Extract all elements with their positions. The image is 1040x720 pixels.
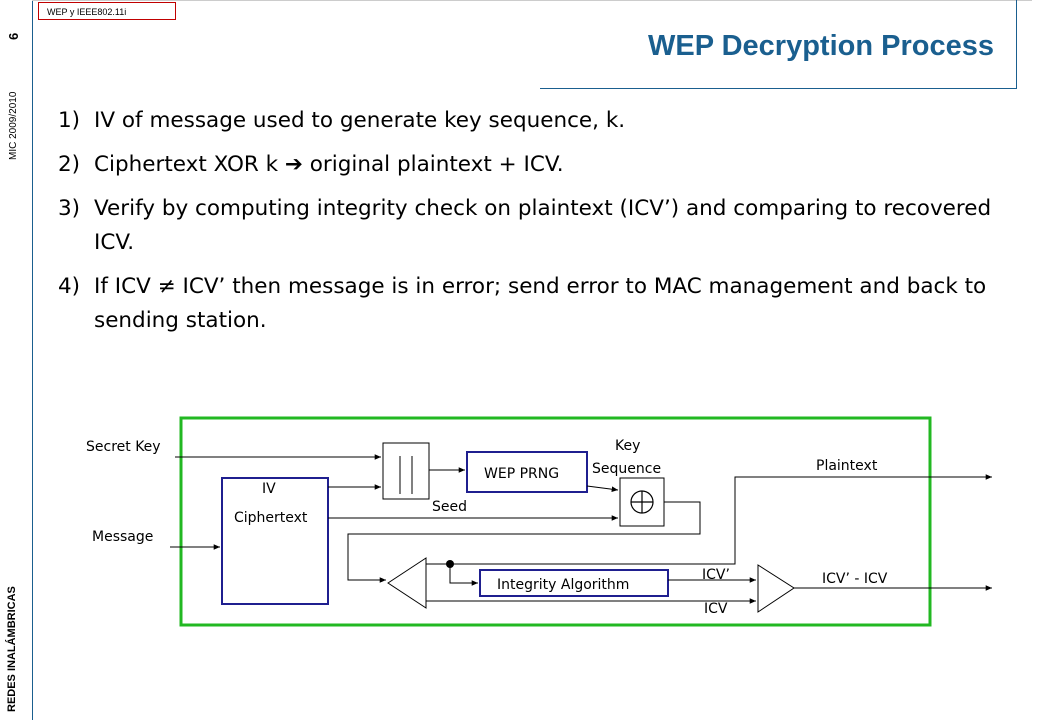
key-label: Key [615, 438, 640, 454]
step-text: Verify by computing integrity check on p… [94, 196, 992, 255]
step-text: If ICV ≠ ICV’ then message is in error; … [94, 274, 987, 333]
to-integrity-arrow [449, 564, 478, 586]
title-rule-vertical [1016, 0, 1017, 88]
ciphertext-label: Ciphertext [234, 510, 308, 526]
seed-label: Seed [432, 499, 467, 515]
step-3: 3) Verify by computing integrity check o… [58, 192, 1008, 260]
split-triangle [387, 557, 427, 609]
step-4: 4) If ICV ≠ ICV’ then message is in erro… [58, 270, 1008, 338]
icv-diff-label: ICV’ - ICV [822, 571, 888, 587]
comparator-triangle [757, 564, 795, 613]
page-number: 6 [6, 32, 21, 40]
steps-list: 1) IV of message used to generate key se… [58, 104, 1008, 348]
step-number: 3) [58, 196, 81, 221]
integrity-algorithm-label: Integrity Algorithm [497, 577, 629, 593]
key-sequence-arrow [586, 485, 619, 492]
secret-key-label: Secret Key [86, 439, 161, 455]
page-title: WEP Decryption Process [648, 30, 994, 62]
plaintext-label: Plaintext [816, 458, 878, 474]
step-2: 2) Ciphertext XOR k ➔ original plaintext… [58, 148, 1008, 182]
slide-meta: MIC 2009/2010 [8, 91, 19, 160]
sidebar-footer-title: REDES INALÁMBRICAS [6, 586, 18, 712]
sequence-label: Sequence [592, 461, 661, 477]
diagram-frame [179, 416, 932, 627]
step-1: 1) IV of message used to generate key se… [58, 104, 1008, 138]
xor-icon [630, 490, 654, 514]
junction-dot [446, 560, 454, 568]
step-text: IV of message used to generate key seque… [94, 108, 626, 133]
step-number: 4) [58, 274, 81, 299]
plaintext-arrow [426, 474, 992, 565]
section-tag: WEP y IEEE802.11i [38, 2, 176, 20]
icv-prime-label: ICV’ [702, 567, 730, 583]
message-label: Message [92, 529, 153, 545]
step-number: 1) [58, 108, 81, 133]
concatenation-box [382, 442, 430, 500]
iv-label: IV [262, 481, 276, 497]
step-number: 2) [58, 152, 81, 177]
message-box [221, 477, 329, 605]
icv-label: ICV [704, 601, 728, 617]
title-rule-horizontal [540, 88, 1017, 89]
integrity-algorithm-box [479, 569, 669, 597]
top-rule [32, 0, 1032, 1]
wep-prng-label: WEP PRNG [484, 466, 559, 482]
left-sidebar [0, 0, 33, 720]
wep-prng-box [466, 451, 588, 493]
xor-output-line [347, 501, 701, 583]
step-text: Ciphertext XOR k ➔ original plaintext + … [94, 152, 564, 177]
xor-box [619, 477, 665, 527]
